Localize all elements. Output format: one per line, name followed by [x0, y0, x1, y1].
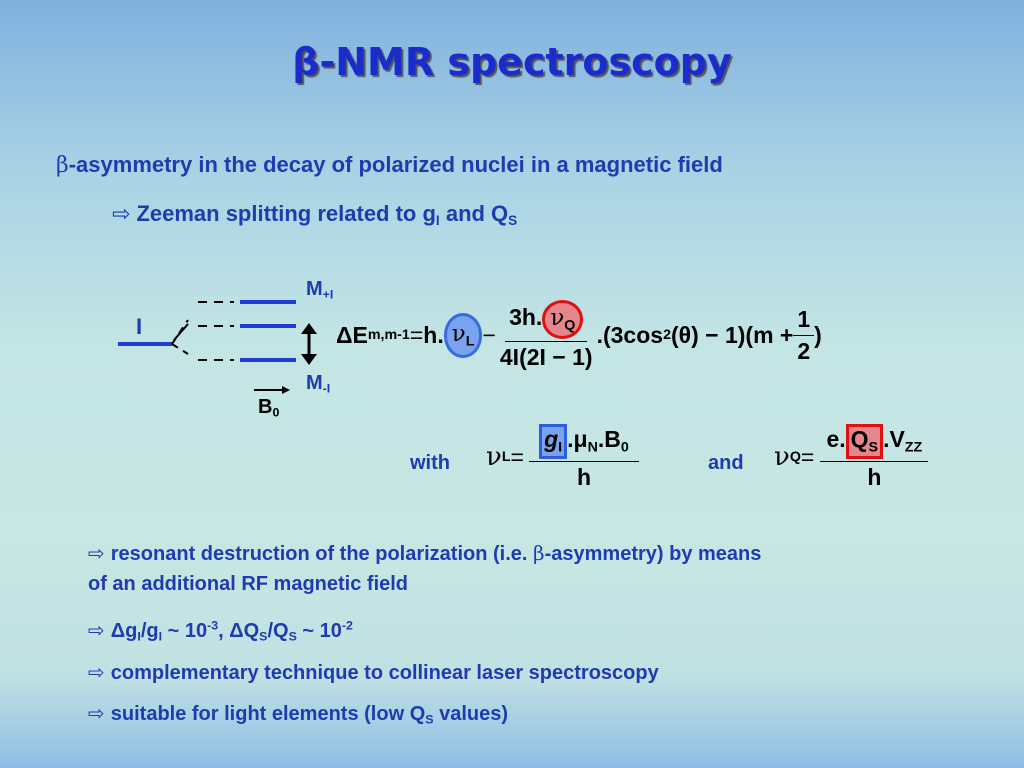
arrow-down-head — [301, 354, 317, 365]
split-line-lower — [171, 343, 189, 355]
arrow-icon: ⇨ — [88, 701, 105, 725]
bullet-sensitivity: ⇨ΔgI/gI ~ 10-3, ΔQS/QS ~ 10-2 — [88, 618, 353, 644]
zeeman-level-diagram — [118, 300, 317, 394]
beta-symbol: β — [56, 153, 69, 178]
larmor-fraction: gI.μN.B0 h — [524, 424, 644, 491]
m-plus-label: M+I — [306, 278, 334, 302]
bullet-light-elements: ⇨suitable for light elements (low QS val… — [88, 701, 508, 727]
g-factor-highlight: gI — [539, 424, 568, 459]
page-title: β-NMR spectroscopy — [292, 40, 732, 84]
bullet-resonant-destruction: ⇨resonant destruction of the polarizatio… — [88, 541, 762, 595]
arrow-icon: ⇨ — [88, 541, 105, 565]
quadrupole-definition-fraction: e.QS.VZZ h — [814, 424, 934, 491]
quadrupole-frequency-highlight: νQ — [542, 300, 584, 339]
b0-label: B0 — [258, 396, 280, 420]
arrow-icon: ⇨ — [88, 660, 105, 684]
half-fraction: 1 2 — [793, 306, 815, 365]
spin-I-label: I — [136, 314, 143, 339]
arrow-icon: ⇨ — [112, 202, 131, 227]
with-label: with — [410, 452, 450, 474]
quadrupole-fraction: 3h.νQ 4I(2I − 1) — [496, 300, 597, 371]
zeeman-line: ⇨Zeeman splitting related to gI and QS — [112, 201, 518, 229]
quadrupole-moment-highlight: QS — [845, 424, 884, 459]
intro-line: β-asymmetry in the decay of polarized nu… — [56, 152, 723, 178]
larmor-frequency-highlight: νL — [443, 313, 483, 358]
arrow-up-head — [301, 323, 317, 334]
bullet-complementary: ⇨complementary technique to collinear la… — [88, 660, 659, 684]
arrow-icon: ⇨ — [88, 618, 105, 642]
b-vector-arrow-head — [282, 386, 290, 394]
split-line-mid — [173, 323, 189, 341]
m-minus-label: M-I — [306, 372, 331, 396]
and-label: and — [708, 452, 744, 474]
